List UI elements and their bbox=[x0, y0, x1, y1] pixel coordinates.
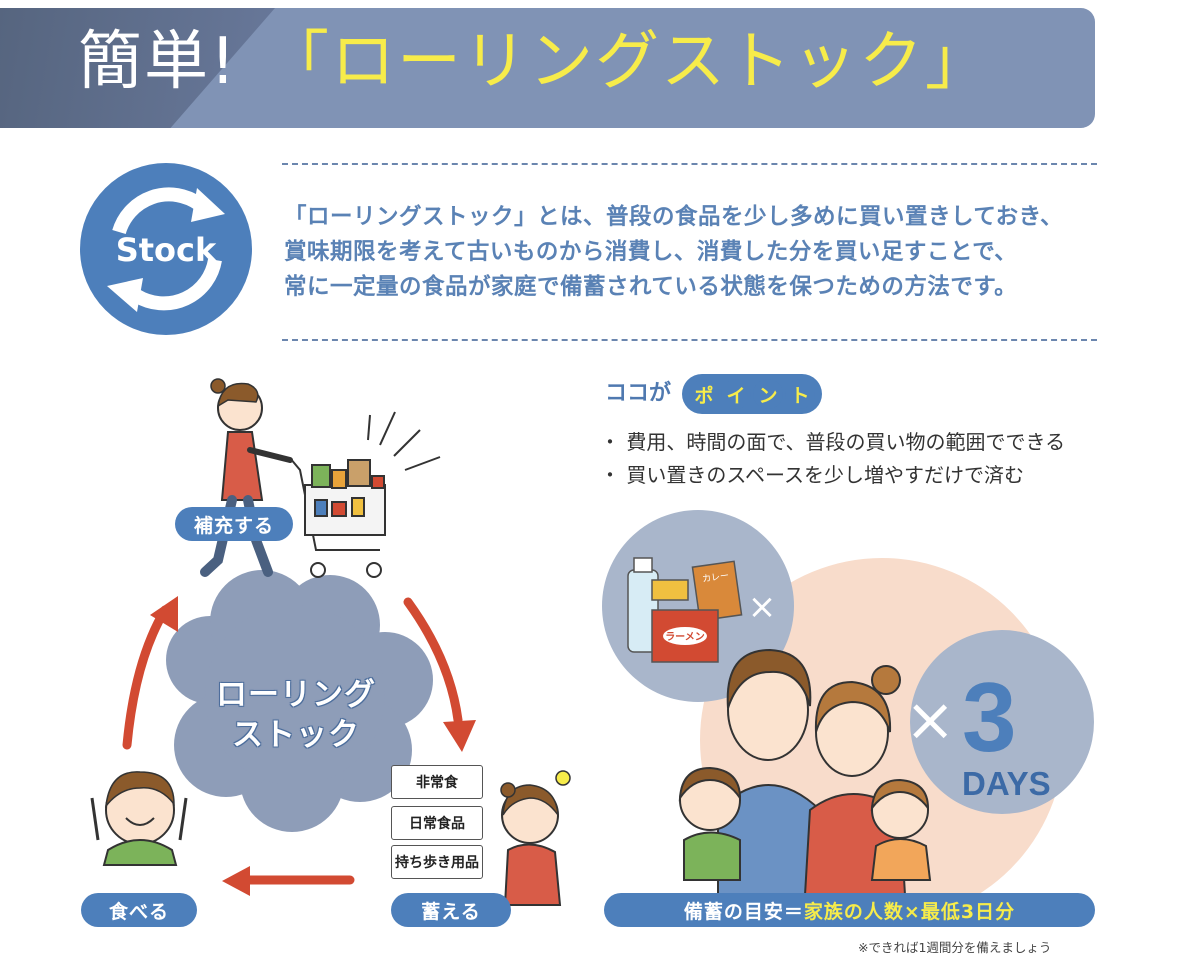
multiplier-unit: DAYS bbox=[962, 765, 1051, 802]
definition-line: 賞味期限を考えて古いものから消費し、消費した分を買い足すことで、 bbox=[284, 239, 1018, 265]
page-title-main: 簡単! bbox=[78, 25, 238, 99]
cloud-shape bbox=[166, 570, 433, 832]
family-figures bbox=[678, 648, 932, 895]
definition-line: 「ローリングストック」とは、普段の食品を少し多めに買い置きしておき、 bbox=[284, 204, 1064, 230]
svg-text:カレー: カレー bbox=[701, 570, 729, 585]
arrow-head bbox=[443, 720, 476, 752]
curry-box-icon: カレー bbox=[691, 560, 743, 622]
header-banner bbox=[0, 8, 1095, 128]
point-lead: ココが bbox=[605, 381, 672, 406]
svg-text:ラーメン: ラーメン bbox=[665, 631, 705, 643]
store-item-label: 非常食 bbox=[391, 765, 483, 799]
guideline-part2: 家族の人数×最低3日分 bbox=[803, 900, 1016, 923]
store-item-label: 持ち歩き用品 bbox=[391, 845, 483, 879]
point-badge-char: ト bbox=[785, 379, 815, 409]
rolling-stock-cycle bbox=[90, 378, 571, 906]
step-eat-badge: 食べる bbox=[81, 893, 197, 927]
multiplier-times: × bbox=[905, 685, 956, 755]
lightbulb-icon bbox=[555, 770, 571, 786]
circular-arrows-icon bbox=[112, 187, 222, 311]
footnote: ※できれば1週間分を備えましょう bbox=[858, 940, 1052, 955]
step-replenish-badge: 補充する bbox=[175, 507, 293, 541]
divider-top bbox=[282, 163, 1097, 165]
point-bullet: ・ 買い置きのスペースを少し増やすだけで済む bbox=[600, 463, 1024, 487]
divider-bottom bbox=[282, 339, 1097, 341]
eating-child-figure bbox=[90, 771, 188, 866]
ramen-box-icon: ラーメン bbox=[651, 609, 719, 663]
stock-logo-label: Stock bbox=[116, 231, 217, 269]
cycle-center-label: ローリング ストック bbox=[196, 675, 396, 755]
store-item-label: 日常食品 bbox=[391, 806, 483, 840]
definition-line: 常に一定量の食品が家庭で備蓄されている状態を保つための方法です。 bbox=[284, 274, 1018, 300]
definition-text: 「ローリングストック」とは、普段の食品を少し多めに買い置きしておき、 賞味期限を… bbox=[284, 200, 1104, 305]
shopping-woman-figure bbox=[200, 378, 293, 577]
point-badge: ポ イ ン ト bbox=[682, 374, 822, 414]
water-bottle-icon bbox=[627, 557, 659, 653]
cycle-arrows bbox=[122, 597, 463, 885]
family-illustration: カレー ラーメン × bbox=[602, 510, 1094, 895]
point-badge-char: イ bbox=[721, 379, 751, 409]
shopping-cart-icon bbox=[289, 457, 386, 578]
multiplier-number: 3 bbox=[962, 662, 1017, 772]
cycle-center-line: ストック bbox=[232, 717, 360, 753]
arrow-head bbox=[222, 866, 250, 896]
guideline-part1: 備蓄の目安＝ bbox=[683, 900, 804, 923]
point-badge-char: ン bbox=[753, 379, 783, 409]
guideline-bar: 備蓄の目安＝家族の人数×最低3日分 bbox=[604, 893, 1095, 927]
step-store-badge: 蓄える bbox=[391, 893, 511, 927]
point-badge-char: ポ bbox=[689, 379, 719, 409]
thinking-woman-figure bbox=[500, 770, 571, 906]
stock-logo: Stock bbox=[80, 163, 252, 335]
days-circle bbox=[910, 630, 1094, 814]
point-bullet: ・ 費用、時間の面で、普段の買い物の範囲でできる bbox=[600, 430, 1066, 454]
cycle-center-line: ローリング bbox=[216, 677, 376, 713]
page-title-accent: 「ローリングストック」 bbox=[265, 25, 991, 99]
arrow-head bbox=[150, 596, 178, 632]
times-sign: × bbox=[748, 587, 777, 627]
sparkle-lines bbox=[367, 411, 441, 471]
canned-food-icon bbox=[651, 579, 689, 601]
